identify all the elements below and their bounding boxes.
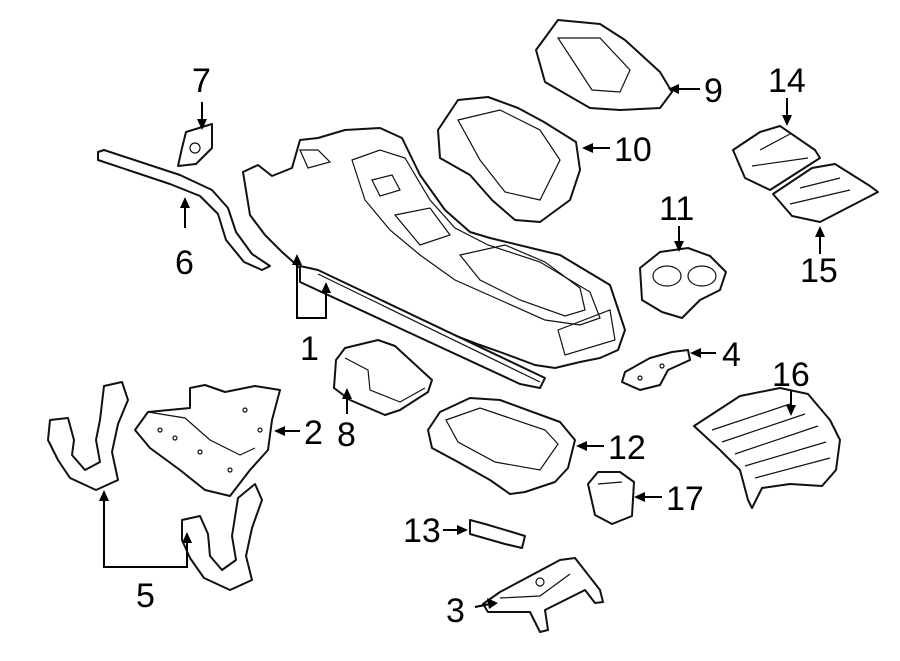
part-7-clip — [177, 123, 213, 167]
callout-10: 10 — [614, 131, 652, 169]
callout-15: 15 — [800, 252, 838, 290]
part-12-armrest-base — [427, 397, 576, 495]
part-9-tray — [535, 19, 673, 111]
part-11-cup-holder — [639, 247, 727, 319]
part-14-mat — [732, 125, 821, 191]
callout-11: 11 — [659, 190, 694, 228]
part-16-roll-mat — [693, 387, 841, 509]
part-4-bracket — [621, 349, 691, 391]
callout-9: 9 — [704, 72, 723, 110]
callout-4: 4 — [722, 336, 741, 374]
part-1-side-rail — [299, 265, 546, 389]
callout-14: 14 — [768, 62, 806, 100]
part-8-box — [333, 339, 433, 416]
leader-lines — [99, 84, 825, 609]
callout-6: 6 — [175, 244, 194, 282]
part-17-cup — [587, 471, 635, 525]
callout-3: 3 — [446, 592, 465, 630]
part-13-bar — [469, 519, 526, 549]
callout-16: 16 — [772, 356, 810, 394]
callout-12: 12 — [608, 429, 646, 467]
callout-2: 2 — [304, 414, 323, 452]
part-5-braces — [47, 381, 263, 591]
callout-8: 8 — [337, 416, 356, 454]
callout-7: 7 — [192, 62, 211, 100]
callout-labels: 1 2 3 4 5 6 7 8 9 10 11 12 13 14 15 16 1… — [136, 62, 838, 630]
part-15-mat — [772, 163, 879, 223]
part-10-bin — [437, 96, 581, 223]
part-3-plate — [482, 557, 604, 633]
part-6-molding-strip — [97, 149, 271, 271]
part-2-bracket — [134, 384, 281, 497]
callout-1: 1 — [300, 330, 319, 368]
callout-5: 5 — [136, 577, 155, 615]
callout-13: 13 — [403, 512, 441, 550]
callout-17: 17 — [666, 480, 704, 518]
